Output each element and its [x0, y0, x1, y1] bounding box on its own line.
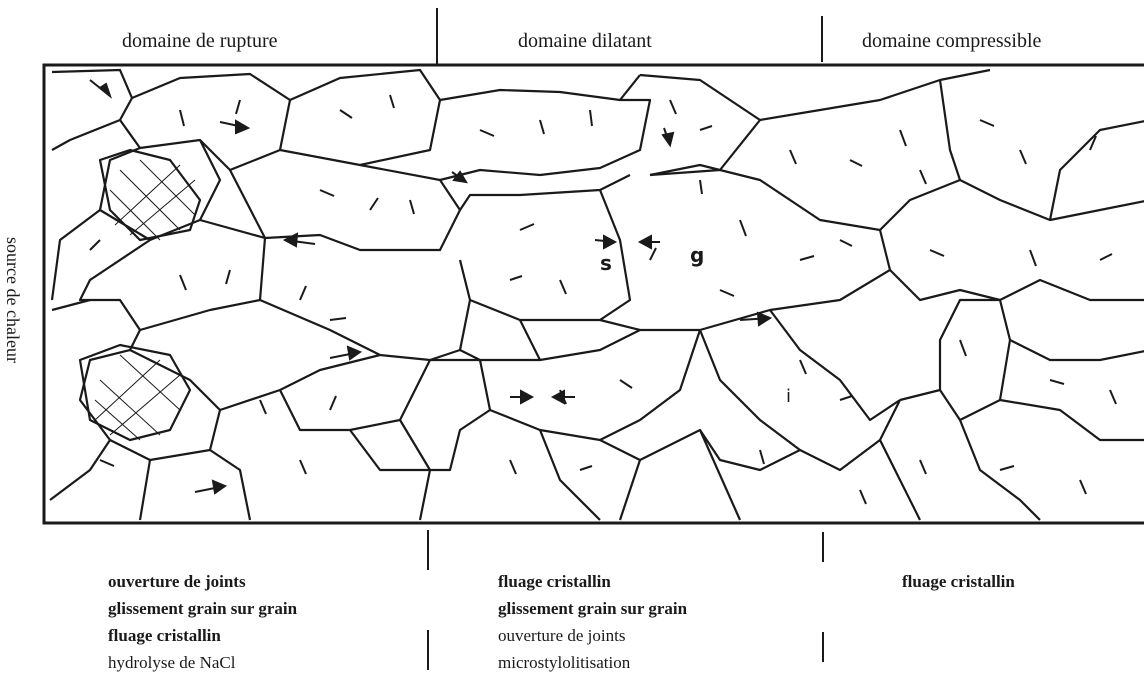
mechanism-line: ouverture de joints	[108, 568, 297, 595]
mechanisms-compressible: fluage cristallin	[902, 568, 1015, 595]
mechanisms-dilatant: fluage cristallin glissement grain sur g…	[498, 568, 687, 676]
mechanism-line: microstylolitisation	[498, 649, 687, 676]
mechanisms-rupture: ouverture de joints glissement grain sur…	[108, 568, 297, 676]
mechanism-line: hydrolyse de NaCl	[108, 649, 297, 676]
mechanism-line: fluage cristallin	[902, 568, 1015, 595]
grain-boundaries	[50, 70, 1144, 520]
marker-g: g	[690, 243, 704, 267]
marker-i: i	[786, 386, 791, 407]
mechanism-line: fluage cristallin	[108, 622, 297, 649]
mechanism-line: glissement grain sur grain	[498, 595, 687, 622]
mechanism-line: fluage cristallin	[498, 568, 687, 595]
mechanism-line: ouverture de joints	[498, 622, 687, 649]
marker-s: s	[600, 251, 612, 275]
mechanism-line: glissement grain sur grain	[108, 595, 297, 622]
